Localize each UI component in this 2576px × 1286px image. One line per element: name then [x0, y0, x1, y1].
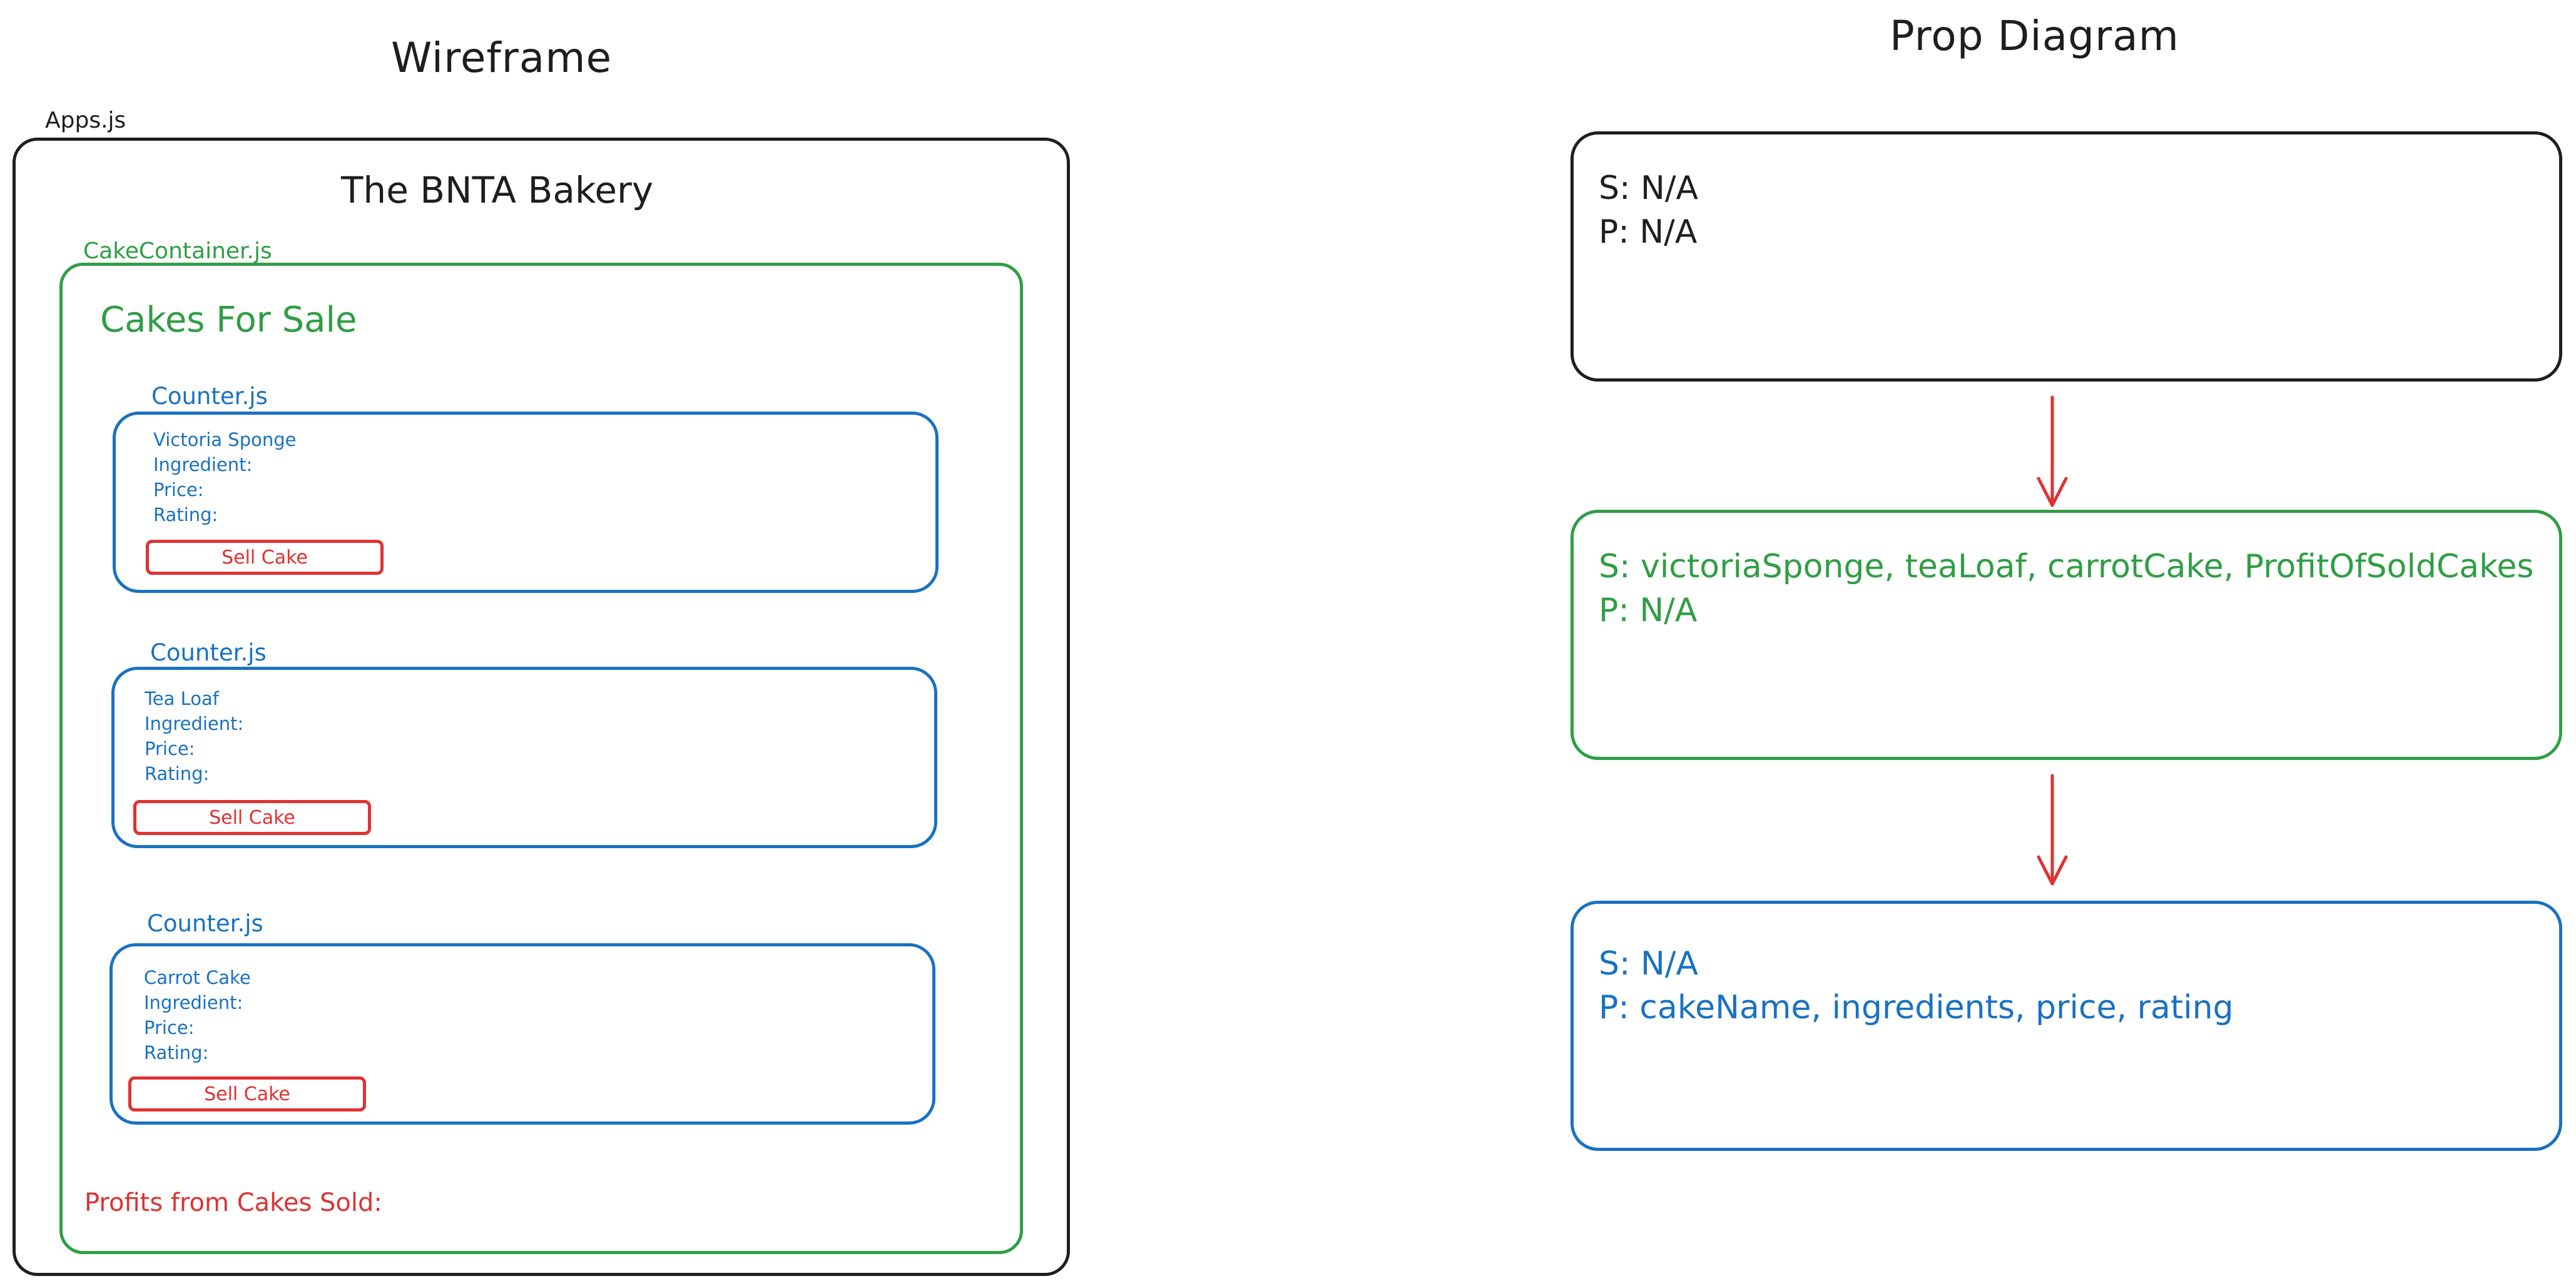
- sell-cake-button[interactable]: Sell Cake: [146, 540, 384, 575]
- app-component-frame: [13, 138, 1070, 1276]
- cake-container-title: Cakes For Sale: [100, 300, 357, 340]
- ingredient-label: Ingredient:: [144, 992, 243, 1013]
- prop-diagram-heading: Prop Diagram: [1890, 12, 2179, 60]
- cake-name: Carrot Cake: [144, 967, 251, 988]
- cake-container-frame: [59, 263, 1023, 1254]
- rating-label: Rating:: [153, 504, 218, 525]
- price-label: Price:: [153, 479, 204, 500]
- prop-box-app: S: N/A P: N/A: [1571, 131, 2562, 382]
- arrow-app-to-container: [2037, 395, 2068, 507]
- cake-container-file-label: CakeContainer.js: [83, 238, 272, 264]
- counter-card: Victoria Sponge Ingredient: Price: Ratin…: [113, 412, 939, 593]
- cake-name: Victoria Sponge: [153, 429, 297, 450]
- prop-box-cake-container: S: victoriaSponge, teaLoaf, carrotCake, …: [1571, 510, 2562, 760]
- state-text: S: N/A: [1599, 945, 1699, 983]
- props-text: P: N/A: [1599, 213, 1698, 251]
- rating-label: Rating:: [144, 1042, 209, 1063]
- counter-card: Tea Loaf Ingredient: Price: Rating: Sell…: [111, 667, 937, 848]
- price-label: Price:: [144, 1017, 195, 1038]
- price-label: Price:: [145, 738, 195, 759]
- profits-label: Profits from Cakes Sold:: [84, 1188, 382, 1217]
- ingredient-label: Ingredient:: [153, 454, 253, 475]
- app-file-label: Apps.js: [45, 108, 126, 133]
- props-text: P: cakeName, ingredients, price, rating: [1599, 989, 2234, 1026]
- state-text: S: N/A: [1599, 170, 1699, 207]
- wireframe-heading: Wireframe: [391, 34, 613, 82]
- prop-box-counter: S: N/A P: cakeName, ingredients, price, …: [1571, 901, 2562, 1151]
- rating-label: Rating:: [145, 763, 210, 784]
- sell-cake-button[interactable]: Sell Cake: [128, 1076, 366, 1111]
- counter-card: Carrot Cake Ingredient: Price: Rating: S…: [109, 943, 935, 1125]
- cake-name: Tea Loaf: [145, 688, 219, 709]
- counter-file-label: Counter.js: [147, 910, 263, 937]
- props-text: P: N/A: [1599, 592, 1698, 629]
- counter-file-label: Counter.js: [151, 383, 268, 410]
- app-title: The BNTA Bakery: [341, 169, 654, 211]
- ingredient-label: Ingredient:: [145, 713, 244, 734]
- state-text: S: victoriaSponge, teaLoaf, carrotCake, …: [1599, 548, 2534, 585]
- counter-file-label: Counter.js: [150, 639, 267, 666]
- sell-cake-button[interactable]: Sell Cake: [133, 800, 371, 835]
- arrow-container-to-counter: [2037, 774, 2068, 886]
